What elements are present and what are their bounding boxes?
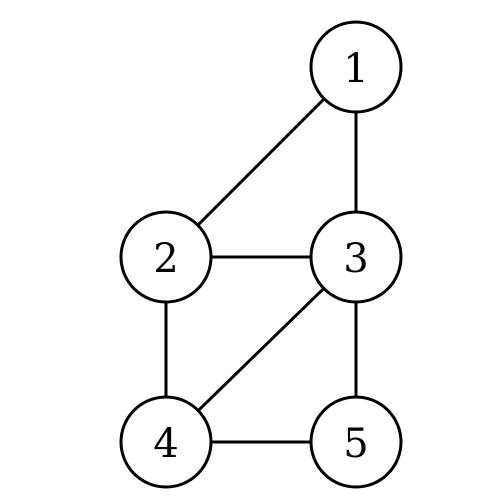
node-circle xyxy=(119,395,213,489)
nodes-layer: 1 2 3 4 5 xyxy=(119,20,403,489)
edge-3-4 xyxy=(196,286,326,413)
node-circle xyxy=(119,210,213,304)
node-5: 5 xyxy=(309,395,403,489)
node-label: 1 xyxy=(343,46,368,92)
node-label: 3 xyxy=(343,236,368,282)
node-circle xyxy=(309,20,403,114)
node-4: 4 xyxy=(119,395,213,489)
edges-layer xyxy=(164,97,358,444)
node-2: 2 xyxy=(119,210,213,304)
node-circle xyxy=(309,395,403,489)
node-3: 3 xyxy=(309,210,403,304)
node-label: 2 xyxy=(153,236,178,282)
node-label: 4 xyxy=(153,421,178,467)
edge-1-2 xyxy=(196,97,326,227)
node-1: 1 xyxy=(309,20,403,114)
node-label: 5 xyxy=(343,421,368,467)
node-circle xyxy=(309,210,403,304)
